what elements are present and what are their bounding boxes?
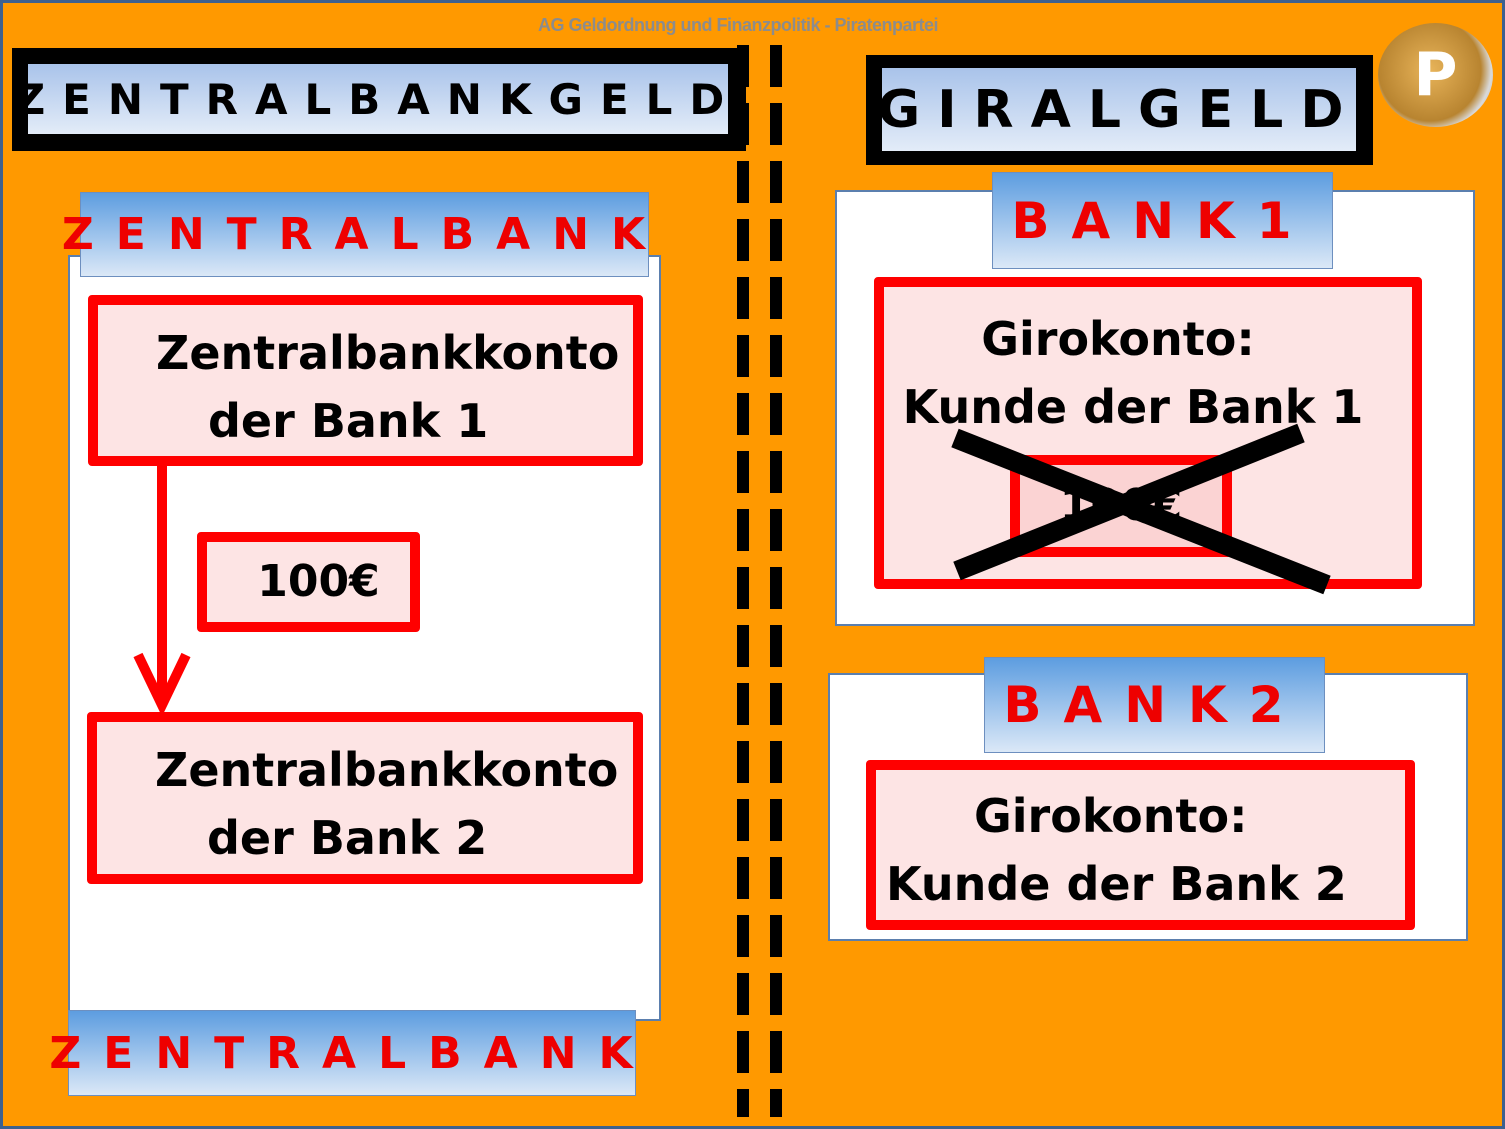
divider-line-left	[737, 45, 749, 1117]
girokonto-bank2-box: Girokonto: Kunde der Bank 2	[866, 760, 1415, 930]
zentralbankgeld-title-box: ZENTRALBANKGELD	[12, 48, 746, 151]
zentralbank-tab-bottom: ZENTRALBANK	[49, 1010, 636, 1096]
slide: AG Geldordnung und Finanzpolitik - Pirat…	[3, 3, 1502, 1126]
zentralbankgeld-title: ZENTRALBANKGELD	[15, 64, 728, 134]
divider-line-right	[770, 45, 782, 1117]
giralgeld-title: GIRALGELD	[878, 68, 1356, 151]
account-bank1-line1: Zentralbankkonto	[156, 326, 620, 380]
zentralbank-tab-top: ZENTRALBANK	[62, 192, 649, 277]
arrow-down-icon	[133, 463, 191, 717]
account-bank2-line2: der Bank 2	[207, 811, 488, 865]
girokonto-bank2-line2: Kunde der Bank 2	[886, 857, 1347, 911]
transfer-amount-box: 100€	[197, 532, 420, 632]
account-bank2-line1: Zentralbankkonto	[155, 743, 619, 797]
giralgeld-title-box: GIRALGELD	[866, 55, 1373, 165]
cross-out-icon	[951, 423, 1331, 595]
account-bank1-box: Zentralbankkonto der Bank 1	[88, 295, 643, 466]
bank2-tab: BANK2	[984, 657, 1325, 753]
bank1-tab: BANK1	[992, 172, 1333, 269]
account-bank1-line2: der Bank 1	[208, 394, 489, 448]
pirate-logo: P	[1378, 23, 1493, 127]
account-bank2-box: Zentralbankkonto der Bank 2	[87, 712, 643, 884]
girokonto-bank1-line2: Kunde der Bank 1	[902, 380, 1364, 434]
header-text: AG Geldordnung und Finanzpolitik - Pirat…	[537, 15, 939, 35]
girokonto-bank1-line1: Girokonto:	[981, 312, 1255, 366]
girokonto-bank2-line1: Girokonto:	[974, 789, 1248, 843]
